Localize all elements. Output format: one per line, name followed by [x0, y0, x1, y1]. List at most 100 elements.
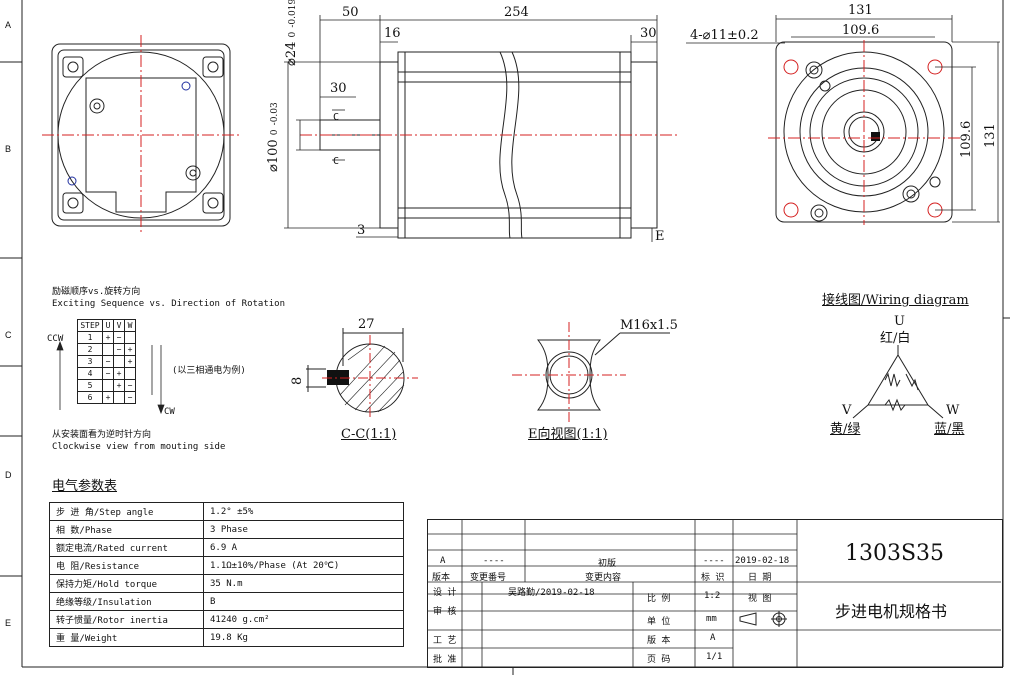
dim-shaft-length: 50 [342, 5, 359, 20]
title-block-grid [427, 519, 1001, 667]
label-view: 视 图 [748, 594, 772, 604]
rev-content: 初版 [598, 559, 617, 569]
header-change-no: 变更番号 [470, 573, 507, 583]
label-scale: 比 例 [647, 594, 671, 604]
step-cell [102, 379, 114, 392]
param-value: B [203, 592, 404, 611]
step-cell: 6 [77, 391, 103, 404]
dim-pilot-diameter: ⌀100 0 -0.03 [266, 102, 281, 172]
section-cc-key: 8 [290, 376, 305, 385]
wiring-w-color: 蓝/黑 [934, 422, 965, 437]
section-cc [306, 328, 405, 413]
step-cell: − [124, 391, 136, 404]
step-cell: + [113, 367, 125, 380]
step-cell [102, 343, 114, 356]
label-design: 设 计 [433, 588, 457, 598]
rev-date: 2019-02-18 [735, 556, 790, 566]
params-title: 电气参数表 [52, 479, 118, 494]
sequence-title-cn: 励磁顺序vs.旋转方向 [52, 287, 141, 297]
ccw-label: CCW [47, 334, 64, 344]
title-block [427, 519, 1003, 668]
dim-body-length: 254 [504, 5, 529, 20]
dim-rear-length: 30 [640, 26, 657, 41]
section-mark-top: C [333, 112, 340, 123]
label-process: 工 艺 [433, 636, 457, 646]
step-row: 1+− [77, 331, 136, 344]
param-value: 41240 g.cm² [203, 610, 404, 629]
zone-letter-d: D [5, 470, 12, 480]
step-cell: 2 [77, 343, 103, 356]
step-cell: − [124, 379, 136, 392]
param-value: 1.1Ω±10%/Phase (At 20℃) [203, 556, 404, 575]
rev-letter: A [440, 556, 446, 566]
header-version: 版本 [432, 573, 451, 583]
step-row: 3−+ [77, 355, 136, 368]
view-e-mark: E [655, 229, 665, 244]
dim-front-hole-spacing-vertical: 109.6 [959, 120, 974, 158]
step-header-w: W [124, 319, 136, 332]
step-cell: 5 [77, 379, 103, 392]
zone-letter-b: B [5, 144, 12, 154]
param-name: 步 进 角/Step angle [49, 502, 204, 521]
wiring-u-color: 红/白 [880, 331, 911, 346]
label-page: 页 码 [647, 655, 671, 665]
zone-letter-c: C [5, 330, 12, 340]
sequence-note: (以三相通电为例) [172, 366, 246, 376]
scale-value: 1:2 [704, 591, 721, 601]
view-e-thread: M16x1.5 [620, 318, 678, 333]
param-value: 6.9 A [203, 538, 404, 557]
wiring-title: 接线图/Wiring diagram [822, 293, 969, 308]
step-cell: + [113, 379, 125, 392]
dim-front-total-height: 131 [983, 123, 998, 148]
step-cell: − [113, 331, 125, 344]
step-table-header: STEP U V W [77, 319, 136, 332]
page-value: 1/1 [706, 652, 723, 662]
param-value: 19.8 Kg [203, 628, 404, 647]
dim-flange-thickness: 3 [357, 223, 366, 238]
dim-shaft-diameter: ⌀24 0 -0.019 [284, 0, 299, 66]
wiring-w: W [946, 403, 960, 418]
param-name: 相 数/Phase [49, 520, 204, 539]
wiring-diagram [852, 345, 944, 419]
label-unit: 单 位 [647, 617, 671, 627]
dim-flange-length: 16 [384, 26, 401, 41]
rev-change-no: ---- [483, 556, 505, 566]
label-review: 审 核 [433, 607, 457, 617]
dim-key-length: 30 [330, 81, 347, 96]
param-name: 额定电流/Rated current [49, 538, 204, 557]
param-name: 保持力矩/Hold torque [49, 574, 204, 593]
step-cell [124, 331, 136, 344]
wiring-u: U [894, 314, 905, 329]
model-number: 1303S35 [845, 541, 945, 566]
rear-view-holes [67, 81, 191, 186]
step-cell: 3 [77, 355, 103, 368]
side-view-dimensions [284, 15, 658, 242]
section-mark-bottom: C [333, 156, 340, 167]
sequence-footer-en: Clockwise view from mouting side [52, 442, 226, 452]
dim-front-total-width: 131 [848, 3, 873, 18]
param-value: 35 N.m [203, 574, 404, 593]
step-cell: − [102, 355, 114, 368]
unit-value: mm [706, 614, 717, 624]
view-e [536, 332, 670, 411]
view-e-label: E向视图(1:1) [528, 427, 608, 442]
step-cell: 4 [77, 367, 103, 380]
rotation-arrows [56, 340, 165, 415]
label-approve: 批 准 [433, 655, 457, 665]
sequence-footer-cn: 从安装面看为逆时针方向 [52, 430, 152, 440]
label-version: 版 本 [647, 636, 671, 646]
step-header-u: U [102, 319, 114, 332]
zone-letter-a: A [5, 20, 12, 30]
step-cell: − [113, 343, 125, 356]
step-cell: + [102, 391, 114, 404]
step-row: 5 +− [77, 379, 136, 392]
step-cell: + [102, 331, 114, 344]
